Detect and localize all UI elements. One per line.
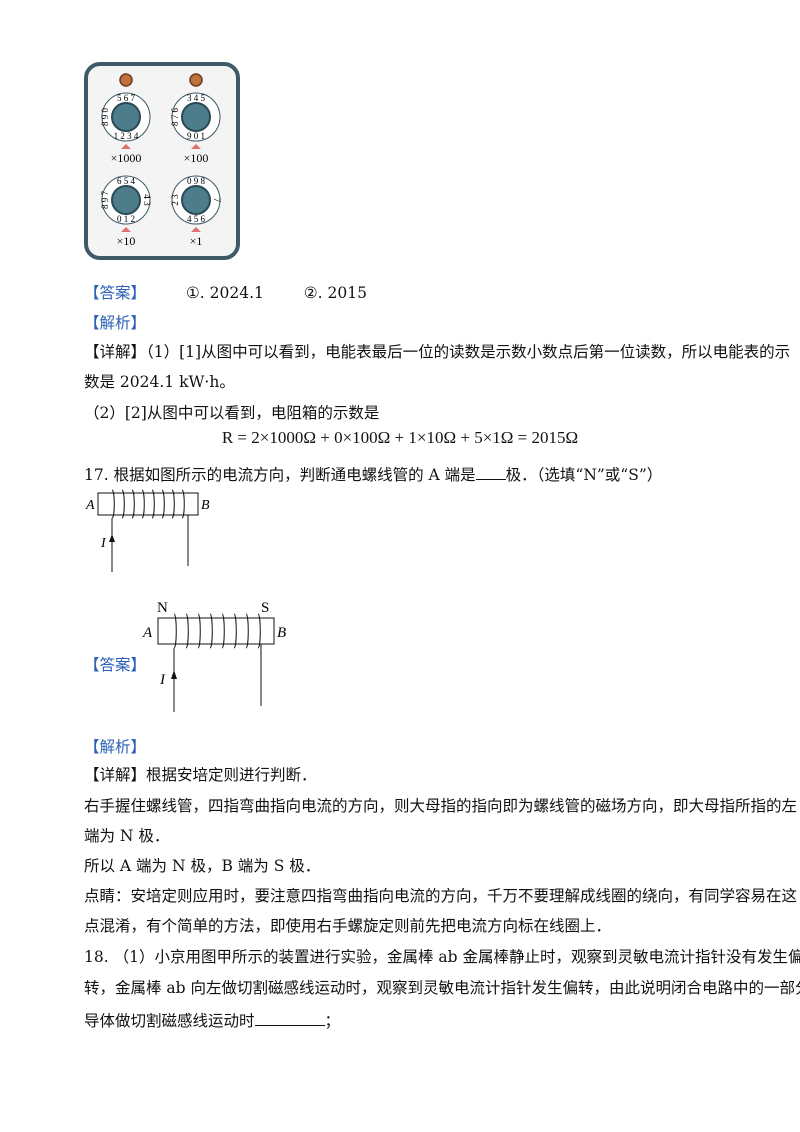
dial-multiplier: ×10 [117,234,136,248]
q16-detail-line3: （2）[2]从图中可以看到，电阻箱的示数是 [84,404,380,422]
dial-1: 0 9 8 2 3 7 4 5 6 ×1 [170,175,222,248]
q18-line3: 导体做切割磁感线运动时； [84,1009,340,1031]
dial-multiplier: ×1 [190,234,203,248]
q16-detail-line1: 【详解】（1）[1]从图中可以看到，电能表最后一位的读数是示数小数点后第一位读数… [84,343,791,361]
dial-ring-bottom: 0 1 2 [117,214,135,224]
dial-ring-top: 0 9 8 [187,176,206,186]
solenoid-answer-figure: N S A B I [142,600,286,712]
detail-tag: 【详解】 [84,343,147,361]
dial-ring-bottom: 1 2 3 4 [114,131,139,141]
dial-ring-bottom: 4 5 6 [187,214,206,224]
answer-blank[interactable] [475,463,506,480]
dial-1000: 5 6 7 8 9 0 1 2 3 4 ×1000 [100,73,151,165]
dial-multiplier: ×1000 [111,151,142,165]
q17-detail-line4: 点睛：安培定则应用时，要注意四指弯曲指向电流的方向，千万不要理解成线圈的绕向，有… [84,887,798,905]
dial-ring-top: 6 5 4 [117,176,136,186]
answer-1: ①. 2024.1 [185,284,264,302]
label-n: N [157,600,168,616]
q18-line2: 转，金属棒 ab 向左做切割磁感线运动时，观察到灵敏电流计指针发生偏转，由此说明… [84,979,800,997]
resistance-formula: R = 2×1000Ω + 0×100Ω + 1×10Ω + 5×1Ω = 20… [221,428,579,447]
pointer-icon [191,227,201,232]
q16-detail-line2: 数是 2024.1 kW·h。 [84,373,235,391]
pointer-icon [191,144,201,149]
dial-ring-bottom: 9 0 1 [187,131,205,141]
pointer-icon [121,144,131,149]
label-a: A [142,625,153,641]
dial-10: 6 5 4 8 9 7 4 3 0 1 2 ×10 [100,175,152,248]
label-b: B [201,498,210,513]
solenoid-figure: A B I [85,489,210,572]
dial-ring-left: 8 9 0 [100,108,110,127]
q17-question: 17. 根据如图所示的电流方向，判断通电螺线管的 A 端是极．（选填“N”或“S… [84,463,662,485]
answer-tag: 【答案】 [84,284,147,302]
dial-ring-right: 7 [212,198,222,203]
q17-detail-line2: 端为 N 极． [84,827,170,845]
label-b: B [277,625,286,641]
resistance-box-figure: 5 6 7 8 9 0 1 2 3 4 ×1000 3 4 5 8 7 6 9 … [84,62,240,260]
dial-ring-top: 5 6 7 [117,93,136,103]
dial-100: 3 4 5 8 7 6 9 0 1 ×100 [170,73,221,165]
label-s: S [261,600,269,616]
q17-detail-line1: 右手握住螺线管，四指弯曲指向电流的方向，则大母指的指向即为螺线管的磁场方向，即大… [84,797,798,815]
dial-ring-left: 8 7 6 [170,108,180,127]
answer-tag: 【答案】 [84,656,147,674]
analysis-tag: 【解析】 [84,738,147,756]
label-i: I [100,536,107,551]
label-i: I [159,672,166,688]
q18-line1: 18. （1）小京用图甲所示的装置进行实验，金属棒 ab 金属棒静止时，观察到灵… [84,948,800,966]
dial-ring-right: 4 3 [142,194,152,206]
detail-tag: 【详解】 [84,766,147,784]
dial-multiplier: ×100 [184,151,209,165]
q17-detail-line3: 所以 A 端为 N 极，B 端为 S 极． [84,857,321,875]
dial-ring-left: 2 3 [170,194,180,206]
dial-ring-left: 8 9 7 [100,191,110,210]
dial-ring-top: 3 4 5 [187,93,206,103]
q17-detail-line5: 点混淆，有个简单的方法，即使用右手螺旋定则前先把电流方向标在线圈上． [84,917,612,935]
analysis-tag: 【解析】 [84,314,147,332]
q16-answer-line: 【答案】 ①. 2024.1 ②. 2015 [84,283,367,303]
label-a: A [85,498,95,513]
pointer-icon [121,227,131,232]
answer-2: ②. 2015 [303,284,367,302]
q17-detail-line0: 【详解】根据安培定则进行判断． [84,766,317,784]
answer-blank[interactable] [254,1009,325,1026]
